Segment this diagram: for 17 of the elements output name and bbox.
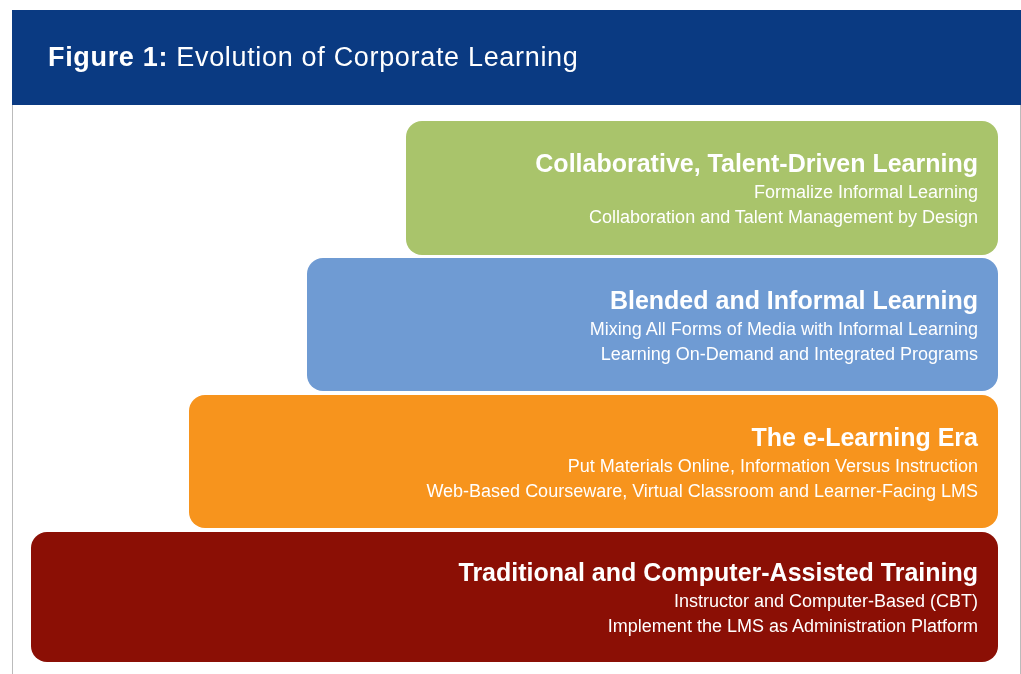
era-description: Collaboration and Talent Management by Design: [589, 206, 978, 229]
era-step-box: [307, 258, 998, 391]
figure-title: Figure 1: Evolution of Corporate Learning: [48, 41, 579, 75]
era-heading: Blended and Informal Learning: [609, 284, 978, 316]
era-description: Web-Based Courseware, Virtual Classroom and Learner-Facing LMS: [426, 479, 978, 503]
era-heading: Traditional and Computer-Assisted Training: [458, 557, 978, 588]
era-step-box: [406, 121, 998, 255]
era-step-box: [189, 395, 998, 528]
era-heading: Collaborative, Talent-Driven Learning: [535, 148, 978, 179]
era-description: Implement the LMS as Administration Platform: [607, 615, 978, 638]
era-description: Formalize Informal Learning: [753, 181, 978, 204]
era-description: Mixing All Forms of Media with Informal Learning: [589, 317, 978, 341]
era-description: Put Materials Online, Information Versus Instruction: [567, 454, 978, 478]
era-description: Instructor and Computer-Based (CBT): [673, 590, 978, 613]
era-description: Learning On-Demand and Integrated Programs: [600, 342, 978, 366]
era-heading: The e-Learning Era: [751, 421, 978, 453]
era-step-box: [31, 532, 998, 662]
